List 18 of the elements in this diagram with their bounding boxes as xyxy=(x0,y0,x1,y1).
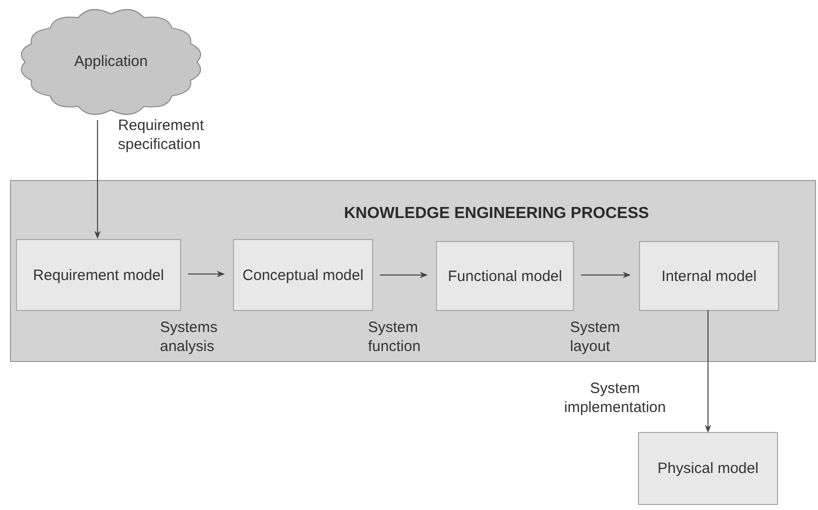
edge-label: System implementation xyxy=(563,379,667,417)
arrow xyxy=(380,272,428,278)
edge-label: Requirement specification xyxy=(118,116,205,154)
arrow xyxy=(704,310,712,433)
process-box: Conceptual model xyxy=(233,239,373,311)
process-box: Internal model xyxy=(639,241,779,311)
edge-label: System layout xyxy=(570,318,622,356)
process-box: Functional model xyxy=(436,241,574,311)
edge-label: Systems analysis xyxy=(160,318,219,356)
process-box: Physical model xyxy=(638,432,778,505)
arrow xyxy=(188,270,225,278)
cloud-label: Application xyxy=(74,52,148,72)
arrow xyxy=(580,272,631,278)
band-title: KNOWLEDGE ENGINEERING PROCESS xyxy=(344,204,649,224)
edge-label: System function xyxy=(368,318,422,356)
arrow xyxy=(94,120,101,239)
process-band xyxy=(10,180,816,362)
process-box: Requirement model xyxy=(16,239,181,311)
